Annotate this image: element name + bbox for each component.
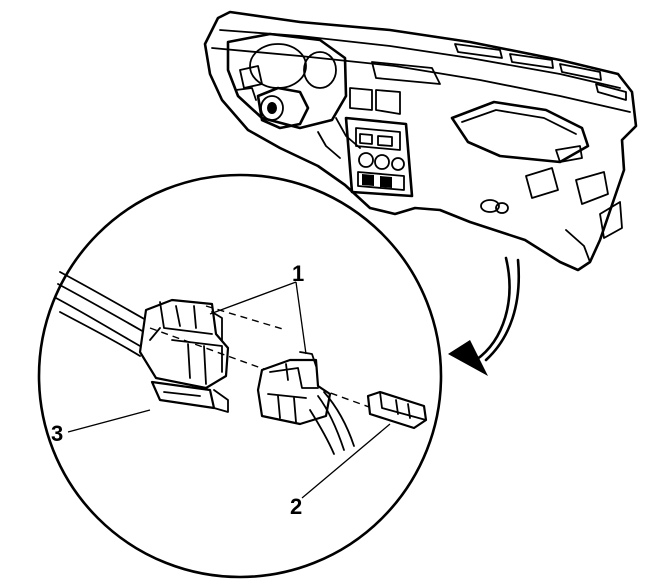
detail-view: [37, 173, 443, 579]
callout-1-label: 1: [292, 261, 305, 286]
callout-3-label: 3: [51, 421, 64, 446]
instrument-panel: [203, 10, 638, 272]
detail-arrow: [448, 256, 520, 376]
callout-2-label: 2: [290, 494, 303, 519]
